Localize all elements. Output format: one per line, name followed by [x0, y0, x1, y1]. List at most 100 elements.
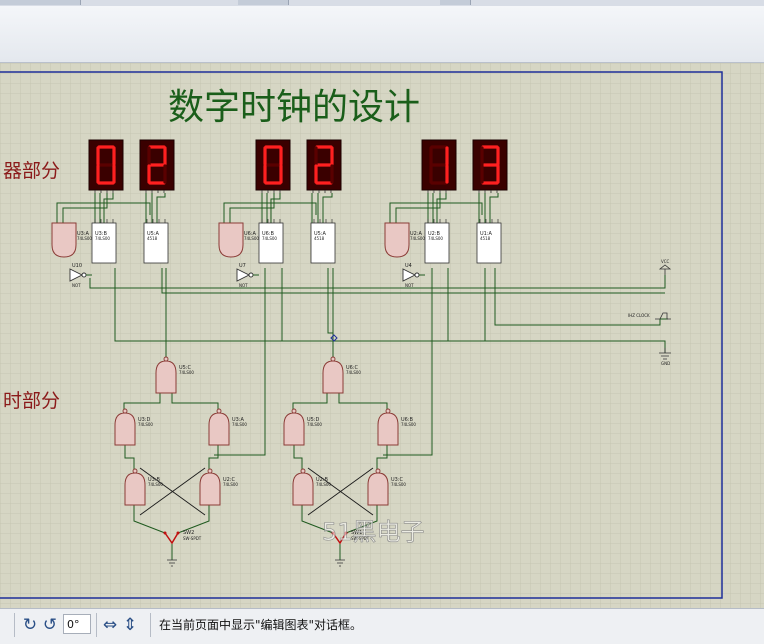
schematic-canvas[interactable]: 数字时钟的设计 器部分 时部分 020213 [0, 63, 764, 608]
tab-segment[interactable] [238, 0, 289, 5]
chip-ref: U3:A [77, 231, 90, 237]
toolbar-area [0, 6, 764, 63]
chip-ref: U6:A [244, 231, 257, 237]
rotate-counterclockwise-icon[interactable]: ↺ [42, 615, 58, 635]
gate-part: 74LS00 [316, 482, 331, 487]
counter-wiring [56, 193, 668, 456]
inverter-ref: U10 [72, 263, 82, 269]
setting-wiring [123, 355, 388, 560]
section-label-setting: 时部分 [3, 390, 60, 412]
gate-part: 74LS00 [391, 482, 406, 487]
seven-segment-display: 2 [306, 139, 342, 193]
chip-part: 74LS00 [262, 236, 277, 241]
gate-part: 74LS00 [232, 422, 247, 427]
inverter-ref: U4 [405, 263, 412, 269]
chip-part: 4518 [314, 236, 325, 241]
status-separator [14, 613, 15, 637]
gate-part: 74LS00 [223, 482, 238, 487]
tab-segment[interactable] [440, 0, 471, 5]
seven-segment-display: 0 [255, 139, 291, 193]
mirror-horizontal-icon[interactable]: ⇔ [102, 615, 118, 635]
chip-ref: U3:B [95, 231, 108, 237]
chip-ref: U5:A [147, 231, 160, 237]
status-separator [96, 613, 97, 637]
chip-ref: U2:B [428, 231, 441, 237]
gate-ref: U6:C [346, 365, 359, 371]
chip-part: 74LS00 [244, 236, 259, 241]
seven-segment-display: 2 [139, 139, 175, 193]
gate-ref: U3:B [148, 477, 161, 483]
svg-text:SW1: SW1 [351, 530, 362, 536]
switch-sw2[interactable]: SW2 SW-SPDT [163, 530, 202, 567]
clock-terminal[interactable]: IHZ CLOCK [628, 312, 671, 320]
seven-segment-displays: 020213 [88, 139, 508, 193]
chip-ref: U5:A [314, 231, 327, 237]
svg-text:VCC: VCC [661, 259, 670, 264]
status-separator [150, 613, 151, 637]
grid-background [0, 63, 764, 608]
sheet-border [0, 71, 723, 599]
status-message: 在当前页面中显示"编辑图表"对话框。 [159, 618, 363, 632]
gate-ref: U5:C [179, 365, 192, 371]
inverter-part: NOT [405, 283, 414, 288]
svg-text:SW-SPDT: SW-SPDT [351, 536, 370, 541]
gate-ref: U3:D [138, 417, 151, 423]
rotation-angle-field[interactable]: 0° [63, 614, 91, 634]
chip-part: 74LS00 [95, 236, 110, 241]
seven-segment-display: 3 [472, 139, 508, 193]
gate-ref: U3:C [391, 477, 404, 483]
inverter-part: NOT [239, 283, 248, 288]
watermark-text: 51黑电子 [322, 518, 425, 546]
gate-ref: U2:B [316, 477, 329, 483]
top-tab-strip [0, 0, 764, 6]
gate-ref: U2:C [223, 477, 236, 483]
gate-part: 74LS00 [179, 370, 194, 375]
chip-part: 74LS00 [410, 236, 425, 241]
chip-part: 74LS00 [77, 236, 92, 241]
rotate-clockwise-icon[interactable]: ↻ [22, 615, 38, 635]
mirror-vertical-icon[interactable]: ⇕ [122, 615, 138, 635]
chip-part: 4518 [480, 236, 491, 241]
switch-sw1[interactable]: SW1 SW-SPDT [331, 530, 370, 567]
chip-part: 4518 [147, 236, 158, 241]
setting-gate-group: U5:C74LS00U3:D74LS00U3:A74LS00U3:B74LS00… [114, 356, 416, 506]
wire-junction [330, 334, 338, 342]
schematic-title: 数字时钟的设计 [168, 87, 420, 128]
gate-part: 74LS00 [346, 370, 361, 375]
status-bar: ↻ ↺ 0° ⇔ ⇕ 在当前页面中显示"编辑图表"对话框。 [0, 608, 764, 644]
gate-part: 74LS00 [148, 482, 163, 487]
counter-chip-group: U3:A74LS00U3:B74LS00U5:A4518U6:A74LS00U6… [51, 219, 502, 264]
chip-ref: U1:A [480, 231, 493, 237]
chip-ref: U2:A [410, 231, 423, 237]
inverter-ref: U7 [239, 263, 246, 269]
gnd-terminal[interactable]: GND [659, 348, 671, 366]
svg-text:GND: GND [661, 361, 670, 366]
vcc-terminal[interactable]: VCC [658, 259, 672, 275]
tab-segment[interactable] [0, 0, 81, 5]
gate-ref: U6:B [401, 417, 414, 423]
gate-ref: U5:D [307, 417, 320, 423]
